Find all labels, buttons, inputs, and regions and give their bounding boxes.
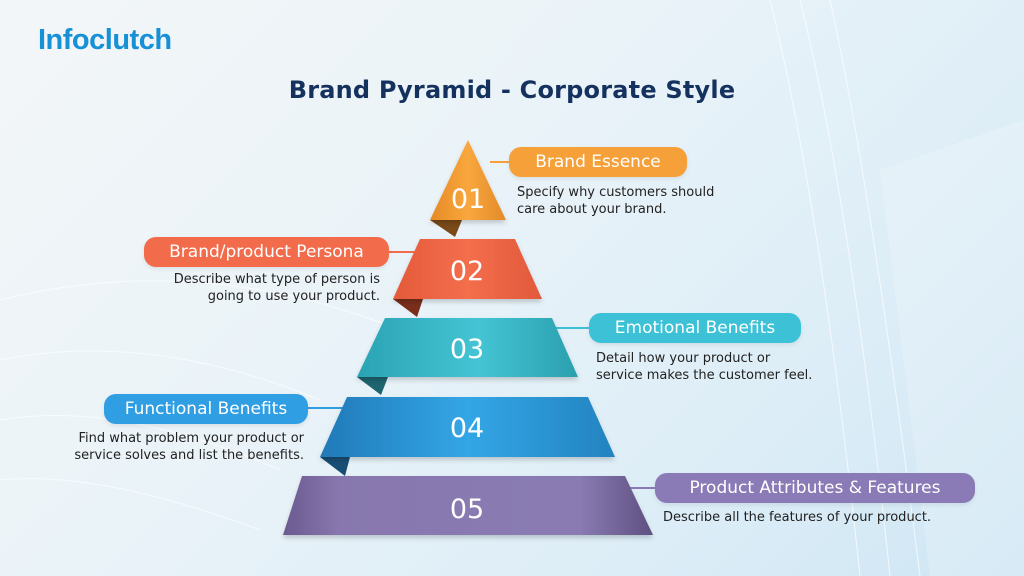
tier-5 <box>283 476 653 535</box>
tier-2-description: Describe what type of person is going to… <box>173 272 380 304</box>
tier-3-fold <box>357 377 388 395</box>
tier-4-label: Functional Benefits <box>124 399 288 419</box>
tier-1-description: Specify why customers should care about … <box>517 185 715 217</box>
tier-5-label: Product Attributes & Features <box>689 478 941 498</box>
tier-1-number: 01 <box>451 184 485 215</box>
infoclutch-logo: Infoclutch <box>38 24 172 56</box>
tier-1-label: Brand Essence <box>535 152 661 172</box>
tier-1-fold <box>430 220 462 237</box>
tier-1-label-pill: Brand Essence <box>509 147 687 177</box>
tier-4-fold <box>320 457 350 476</box>
tier-5-label-pill: Product Attributes & Features <box>655 473 975 503</box>
tier-5-description: Describe all the features of your produc… <box>663 510 932 525</box>
tier-4-description: Find what problem your product or servic… <box>74 431 304 463</box>
tier-1 <box>430 140 506 220</box>
tier-4 <box>320 397 615 457</box>
tier-3-description: Detail how your product or service makes… <box>596 351 813 383</box>
tier-2 <box>393 239 542 299</box>
tier-2-number: 02 <box>450 256 484 287</box>
tier-3-label: Emotional Benefits <box>614 318 776 338</box>
tier-2-label-pill: Brand/product Persona <box>144 237 389 267</box>
tier-5-number: 05 <box>450 494 484 525</box>
tier-2-label: Brand/product Persona <box>169 242 364 262</box>
tier-4-number: 04 <box>450 413 484 444</box>
tier-3 <box>357 318 578 377</box>
tier-2-fold <box>393 299 423 317</box>
tier-3-label-pill: Emotional Benefits <box>589 313 801 343</box>
tier-4-label-pill: Functional Benefits <box>104 394 308 424</box>
page-title: Brand Pyramid - Corporate Style <box>288 76 736 104</box>
tier-3-number: 03 <box>450 334 484 365</box>
